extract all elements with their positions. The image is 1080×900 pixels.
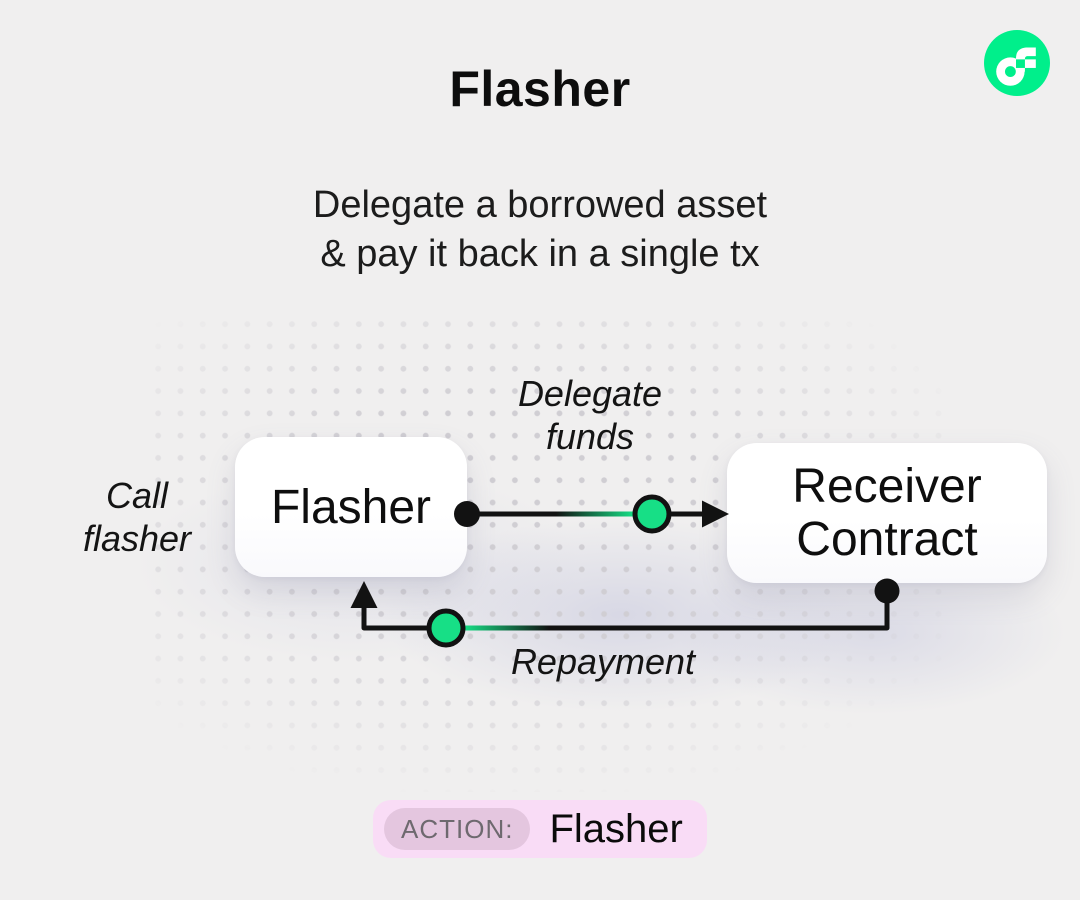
page-title: Flasher (449, 61, 631, 117)
delegate-funds-line-1: Delegate (517, 373, 663, 414)
flasher-node: Flasher (235, 437, 467, 577)
receiver-node-line-1: Receiver (792, 460, 982, 513)
delegate-funds-line-2: funds (545, 416, 635, 457)
action-badge: ACTION: Flasher (373, 800, 707, 858)
call-flasher-label: Call flasher (27, 474, 247, 560)
receiver-node-line-2: Contract (796, 513, 978, 566)
call-flasher-line-1: Call (105, 475, 168, 516)
repayment-arrowhead-icon (350, 581, 378, 608)
subtitle-line-1: Delegate a borrowed asset (312, 184, 768, 226)
action-value: Flasher (549, 806, 683, 851)
subtitle-line-2: & pay it back in a single tx (320, 233, 760, 275)
flasher-node-label: Flasher (270, 480, 432, 534)
delegate-arrowhead-icon (702, 500, 729, 528)
delegate-funds-label: Delegate funds (459, 372, 721, 458)
call-flasher-line-2: flasher (82, 518, 192, 559)
repayment-label: Repayment (510, 641, 696, 682)
delegate-token-icon (632, 494, 672, 534)
receiver-contract-node: Receiver Contract (727, 443, 1047, 583)
flow-logo-svg (984, 30, 1050, 96)
flow-logo-icon (984, 30, 1050, 96)
page-subtitle: Delegate a borrowed asset & pay it back … (0, 181, 1080, 279)
receiver-node-label: Receiver Contract (792, 460, 981, 566)
repayment-arrow-line (361, 591, 890, 631)
action-chip: ACTION: (384, 808, 531, 850)
repayment-token-icon (426, 608, 466, 648)
